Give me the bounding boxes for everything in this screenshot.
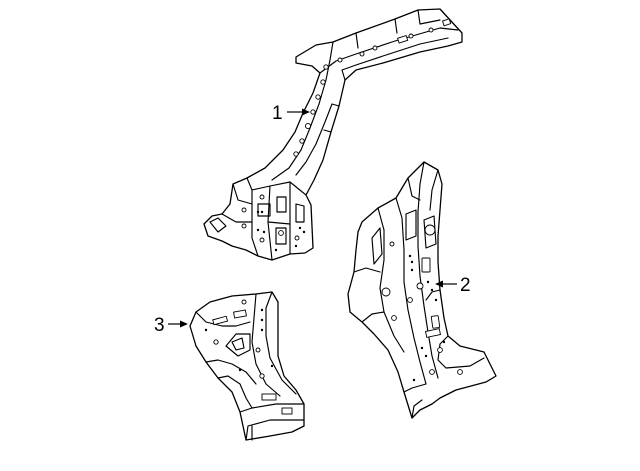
part-1-pillar-rail <box>203 8 463 261</box>
callout-3-label: 3 <box>154 315 165 336</box>
callout-2: 2 <box>435 275 471 296</box>
callout-3: 3 <box>154 315 188 336</box>
callout-2-label: 2 <box>460 275 471 296</box>
callout-1-label: 1 <box>272 103 283 124</box>
callout-1: 1 <box>272 103 310 124</box>
part-3-lower-panel <box>189 291 305 441</box>
part-2-center-pillar <box>347 161 497 419</box>
